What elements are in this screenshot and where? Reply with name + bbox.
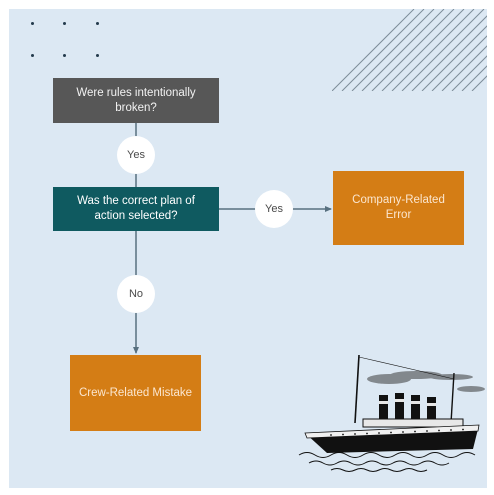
steamship-illustration	[298, 354, 485, 472]
outcome-crew-mistake: Crew-Related Mistake	[70, 355, 201, 431]
question-plan-selected: Was the correct plan of action selected?	[53, 187, 219, 231]
outcome-company-error: Company-Related Error	[333, 171, 464, 245]
diagonal-hatch	[332, 9, 487, 91]
flowchart-canvas: Were rules intentionally broken? Was the…	[9, 9, 487, 488]
question-rules-broken: Were rules intentionally broken?	[53, 78, 219, 123]
edge-label-yes-down: Yes	[117, 136, 155, 174]
edge-label-no: No	[117, 275, 155, 313]
edge-label-yes-right: Yes	[255, 190, 293, 228]
